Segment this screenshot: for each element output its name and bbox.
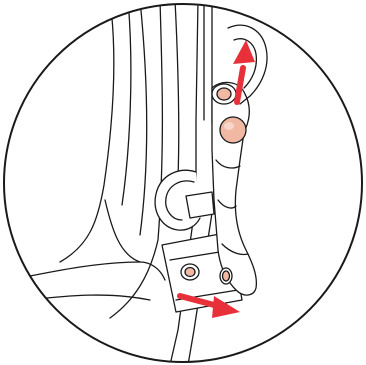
fabric-folds <box>20 0 179 318</box>
side-ring <box>155 170 214 230</box>
release-button <box>220 117 246 143</box>
top-pin <box>212 84 236 104</box>
latch-hinge <box>212 25 267 295</box>
